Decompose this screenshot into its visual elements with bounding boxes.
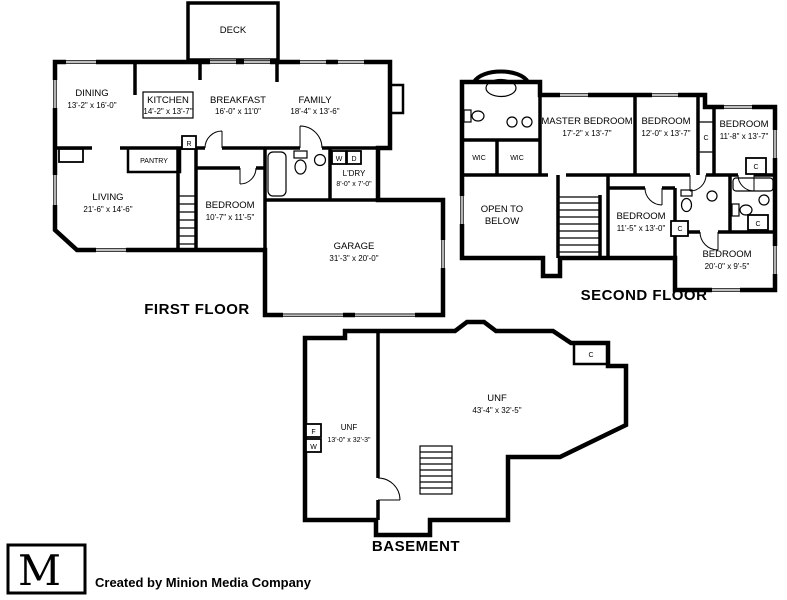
open-to-below-line2: BELOW xyxy=(485,216,519,227)
dryer-label: D xyxy=(351,156,356,163)
room-dims-bedroom4: 11'-5" x 13'-0" xyxy=(617,224,666,233)
room-label-bedroom2: BEDROOM xyxy=(641,116,690,127)
room-dims-unf-left: 13'-0" x 32'-3" xyxy=(327,437,371,444)
room-dims-living: 21'-6" x 14'-6" xyxy=(83,205,132,214)
room-dims-unf-main: 43'-4" x 32'-5" xyxy=(472,406,521,415)
room-dims-bedroom1: 10'-7" x 11'-5" xyxy=(206,213,255,222)
basement-plan: UNF 13'-0" x 32'-3" UNF 43'-4" x 32'-5" … xyxy=(302,319,629,555)
first-floor-title: FIRST FLOOR xyxy=(144,301,250,318)
room-label-pantry: PANTRY xyxy=(140,158,168,165)
closet-label-c: C xyxy=(677,226,682,233)
room-dims-kitchen: 14'-2" x 13'-7" xyxy=(143,107,192,116)
room-label-breakfast: BREAKFAST xyxy=(210,95,266,106)
open-to-below-line1: OPEN TO xyxy=(481,204,523,215)
room-dims-bedroom2: 12'-0" x 13'-7" xyxy=(641,129,690,138)
first-floor-stairs xyxy=(179,195,195,245)
closet-label-a: C xyxy=(703,135,708,142)
room-label-laundry: L'DRY xyxy=(343,169,366,178)
room-label-deck: DECK xyxy=(220,25,247,36)
second-floor-windows xyxy=(459,92,778,293)
room-dims-master: 17'-2" x 13'-7" xyxy=(562,129,611,138)
closet-label-b: C xyxy=(753,164,758,171)
room-dims-laundry: 8'-0" x 7'-0" xyxy=(336,181,372,188)
closet-box-1 xyxy=(745,157,767,175)
second-floor-plan: MASTER BEDROOM 17'-2" x 13'-7" BEDROOM 1… xyxy=(459,69,778,304)
first-floor-plan: DECK DINING 13'-2" x 16'-0" KITCHEN 14'-… xyxy=(52,1,446,318)
basement-closet-walls xyxy=(572,343,608,366)
bathroom-fixtures xyxy=(267,150,327,197)
basement-exterior-walls xyxy=(302,319,629,538)
room-dims-breakfast: 16'-0" x 11'0" xyxy=(215,107,261,116)
room-label-family: FAMILY xyxy=(298,95,332,106)
water-heater-box xyxy=(305,438,322,453)
room-label-dining: DINING xyxy=(75,88,108,99)
second-floor-stairs xyxy=(558,196,600,253)
bay-window xyxy=(472,69,530,84)
basement-closet-label: C xyxy=(588,352,593,359)
room-label-unf-main: UNF xyxy=(487,393,507,404)
first-floor-windows xyxy=(52,59,446,318)
fridge-box xyxy=(181,135,197,150)
room-dims-bedroom3: 11'-8" x 13'-7" xyxy=(720,132,769,141)
basement-door-arc xyxy=(377,477,401,501)
dryer-box xyxy=(346,150,362,165)
water-heater-label: W xyxy=(310,444,317,451)
master-bath-fixtures xyxy=(463,78,533,128)
wic-label-1: WIC xyxy=(472,155,486,162)
wic-label-2: WIC xyxy=(510,155,524,162)
chimney xyxy=(388,83,405,115)
fridge-label: R xyxy=(186,141,191,148)
company-logo-box xyxy=(6,543,87,595)
washer-label: W xyxy=(336,156,343,163)
room-label-master: MASTER BEDROOM xyxy=(541,116,632,127)
room-label-unf-left: UNF xyxy=(341,423,358,432)
furnace-box xyxy=(305,423,322,438)
hall-bath-fixtures xyxy=(680,177,774,217)
first-floor-interior-walls xyxy=(55,62,390,250)
credit-text: Created by Minion Media Company xyxy=(95,575,312,590)
first-floor-door-arcs xyxy=(204,125,323,185)
room-label-bedroom3: BEDROOM xyxy=(719,119,768,130)
room-label-garage: GARAGE xyxy=(334,241,375,252)
company-logo-letter: M xyxy=(18,546,61,595)
closet-label-d: C xyxy=(755,221,760,228)
room-label-kitchen: KITCHEN xyxy=(147,95,189,106)
closet-box-3 xyxy=(747,214,769,231)
room-dims-dining: 13'-2" x 16'-0" xyxy=(67,101,116,110)
washer-box xyxy=(331,150,347,165)
room-dims-bedroom5: 20'-0" x 9'-5" xyxy=(705,262,750,271)
pantry-walls xyxy=(126,148,182,174)
basement-title: BASEMENT xyxy=(372,538,460,555)
room-label-bedroom4: BEDROOM xyxy=(616,211,665,222)
room-dims-garage: 31'-3" x 20'-0" xyxy=(329,254,378,263)
room-label-living: LIVING xyxy=(92,192,123,203)
room-label-bedroom1: BEDROOM xyxy=(205,200,254,211)
second-floor-exterior-walls xyxy=(459,79,778,293)
furnace-label: F xyxy=(311,429,315,436)
room-dims-family: 18'-4" x 13'-6" xyxy=(290,107,339,116)
closet-box-2 xyxy=(670,220,689,237)
fireplace xyxy=(58,148,84,163)
second-floor-title: SECOND FLOOR xyxy=(581,287,708,304)
footer: M Created by Minion Media Company xyxy=(6,543,312,595)
basement-stairs xyxy=(420,451,452,489)
kitchen-island xyxy=(142,91,194,119)
second-floor-door-arcs xyxy=(644,174,755,251)
closet-dividers xyxy=(698,121,714,153)
room-label-bedroom5: BEDROOM xyxy=(702,249,751,260)
